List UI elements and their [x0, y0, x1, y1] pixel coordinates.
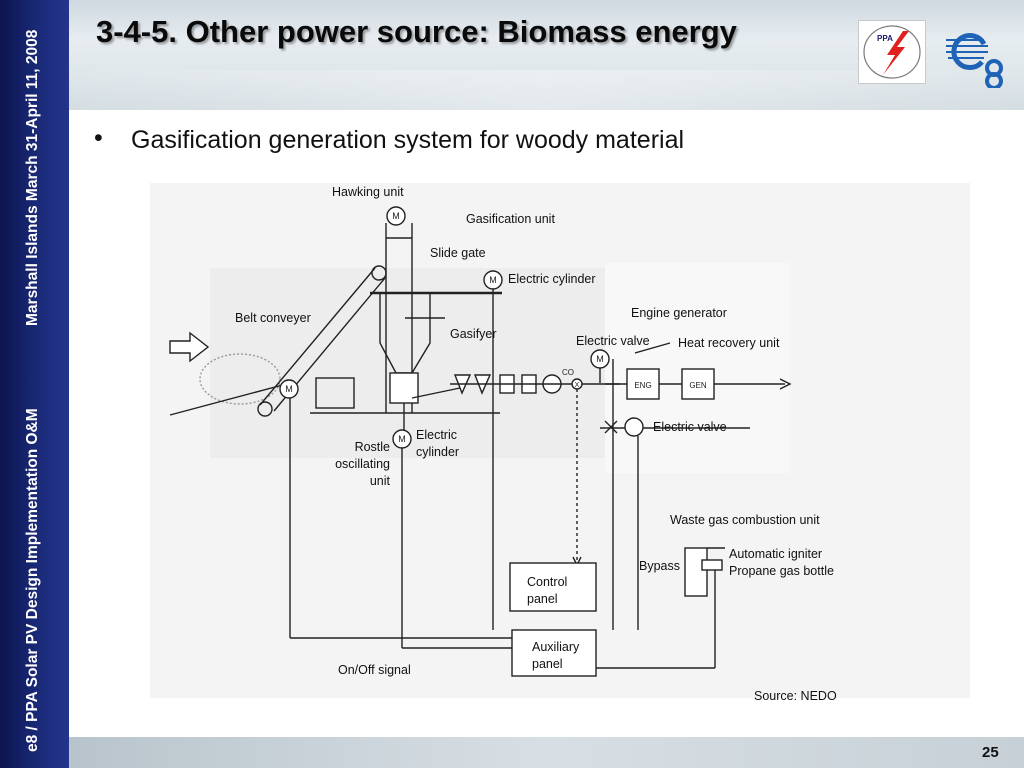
- page-number: 25: [982, 744, 999, 761]
- label-waste-gas-combustion-unit: Waste gas combustion unit: [670, 513, 820, 527]
- motor-letter-hawking: M: [392, 211, 400, 221]
- bullet-dot: •: [94, 124, 103, 152]
- label-on-off-signal: On/Off signal: [338, 663, 411, 677]
- ppa-logo-text: PPA: [877, 34, 893, 43]
- power-out-arrow: [779, 378, 792, 390]
- diagram-shade: [210, 268, 610, 458]
- bypass-valve-symbol: [604, 420, 618, 434]
- e8-logo: e8: [944, 18, 1010, 90]
- conveyer-roller-bottom: [257, 401, 273, 417]
- ash-box: [315, 377, 355, 409]
- label-propane-gas-bottle: Propane gas bottle: [729, 564, 834, 578]
- motor-letter-slide-gate: M: [489, 275, 497, 285]
- sidebar-event-text: Marshall Islands March 31-April 11, 2008: [24, 29, 41, 326]
- conveyer-motor: [279, 379, 299, 399]
- label-auxiliary-panel: Auxiliary panel: [532, 640, 580, 671]
- label-rostle-oscillating-unit: Rostle oscillating unit: [335, 440, 390, 488]
- e8-logo-text: e8: [944, 18, 946, 19]
- label-electric-cylinder-bottom: Electric cylinder: [416, 428, 460, 459]
- woody-material-pile: [199, 353, 281, 405]
- motor-letter-rostle: M: [398, 434, 406, 444]
- hawking-motor: [386, 206, 406, 226]
- footer-band: [69, 737, 1024, 768]
- co-label: CO: [562, 368, 574, 377]
- gas-outlet-line: [411, 387, 461, 399]
- eng-label: ENG: [634, 381, 651, 390]
- label-engine-generator: Engine generator: [631, 306, 727, 320]
- waste-gas-combustor: [684, 547, 708, 597]
- label-heat-recovery-unit: Heat recovery unit: [678, 336, 780, 350]
- belt-conveyer-upper: [259, 267, 376, 406]
- motor-letter-valve-top: M: [596, 354, 604, 364]
- label-electric-valve-right: Electric valve: [653, 420, 727, 434]
- label-hawking-unit: Hawking unit: [332, 185, 404, 199]
- ppa-logo-graphic: PPA: [863, 25, 921, 79]
- gen-label: GEN: [689, 381, 707, 390]
- electric-valve-right-motor: [624, 417, 644, 437]
- ground-line: [169, 382, 291, 416]
- heat-recovery-line: [634, 342, 671, 354]
- bullet-text: Gasification generation system for woody…: [131, 126, 685, 154]
- engine-box: [626, 368, 660, 400]
- label-automatic-igniter: Automatic igniter: [729, 547, 823, 561]
- sidebar: Marshall Islands March 31-April 11, 2008…: [0, 0, 69, 768]
- gasification-diagram: M M M M M ENG GEN CO X Hawking unit Gasi…: [150, 183, 970, 703]
- label-belt-conveyer: Belt conveyer: [235, 311, 311, 325]
- generator-box: [681, 368, 715, 400]
- e8-logo-graphic: e8: [944, 18, 1003, 90]
- label-electric-cylinder-top: Electric cylinder: [508, 272, 596, 286]
- diagram-drawing: M M M M M ENG GEN CO X: [169, 206, 792, 677]
- label-gasifyer: Gasifyer: [450, 327, 497, 341]
- label-bypass: Bypass: [639, 559, 680, 573]
- automatic-igniter: [701, 559, 723, 571]
- co-x-mark: X: [575, 382, 580, 389]
- feed-arrow: [169, 331, 210, 363]
- sidebar-project-text: e8 / PPA Solar PV Design Implementation …: [24, 408, 41, 752]
- ppa-logo: PPA: [858, 20, 926, 84]
- diagram-shade-right: [605, 263, 790, 473]
- motor-letter-conveyer: M: [285, 384, 293, 394]
- label-control-panel: Control panel: [527, 575, 568, 606]
- label-source: Source: NEDO: [754, 689, 837, 703]
- label-electric-valve-top: Electric valve: [576, 334, 650, 348]
- label-slide-gate: Slide gate: [430, 246, 486, 260]
- gasifyer-base: [389, 372, 419, 404]
- slide-title: 3-4-5. Other power source: Biomass energ…: [96, 14, 737, 49]
- control-panel-box: [509, 562, 597, 612]
- label-gasification-unit: Gasification unit: [466, 212, 555, 226]
- auxiliary-panel-box: [511, 629, 597, 677]
